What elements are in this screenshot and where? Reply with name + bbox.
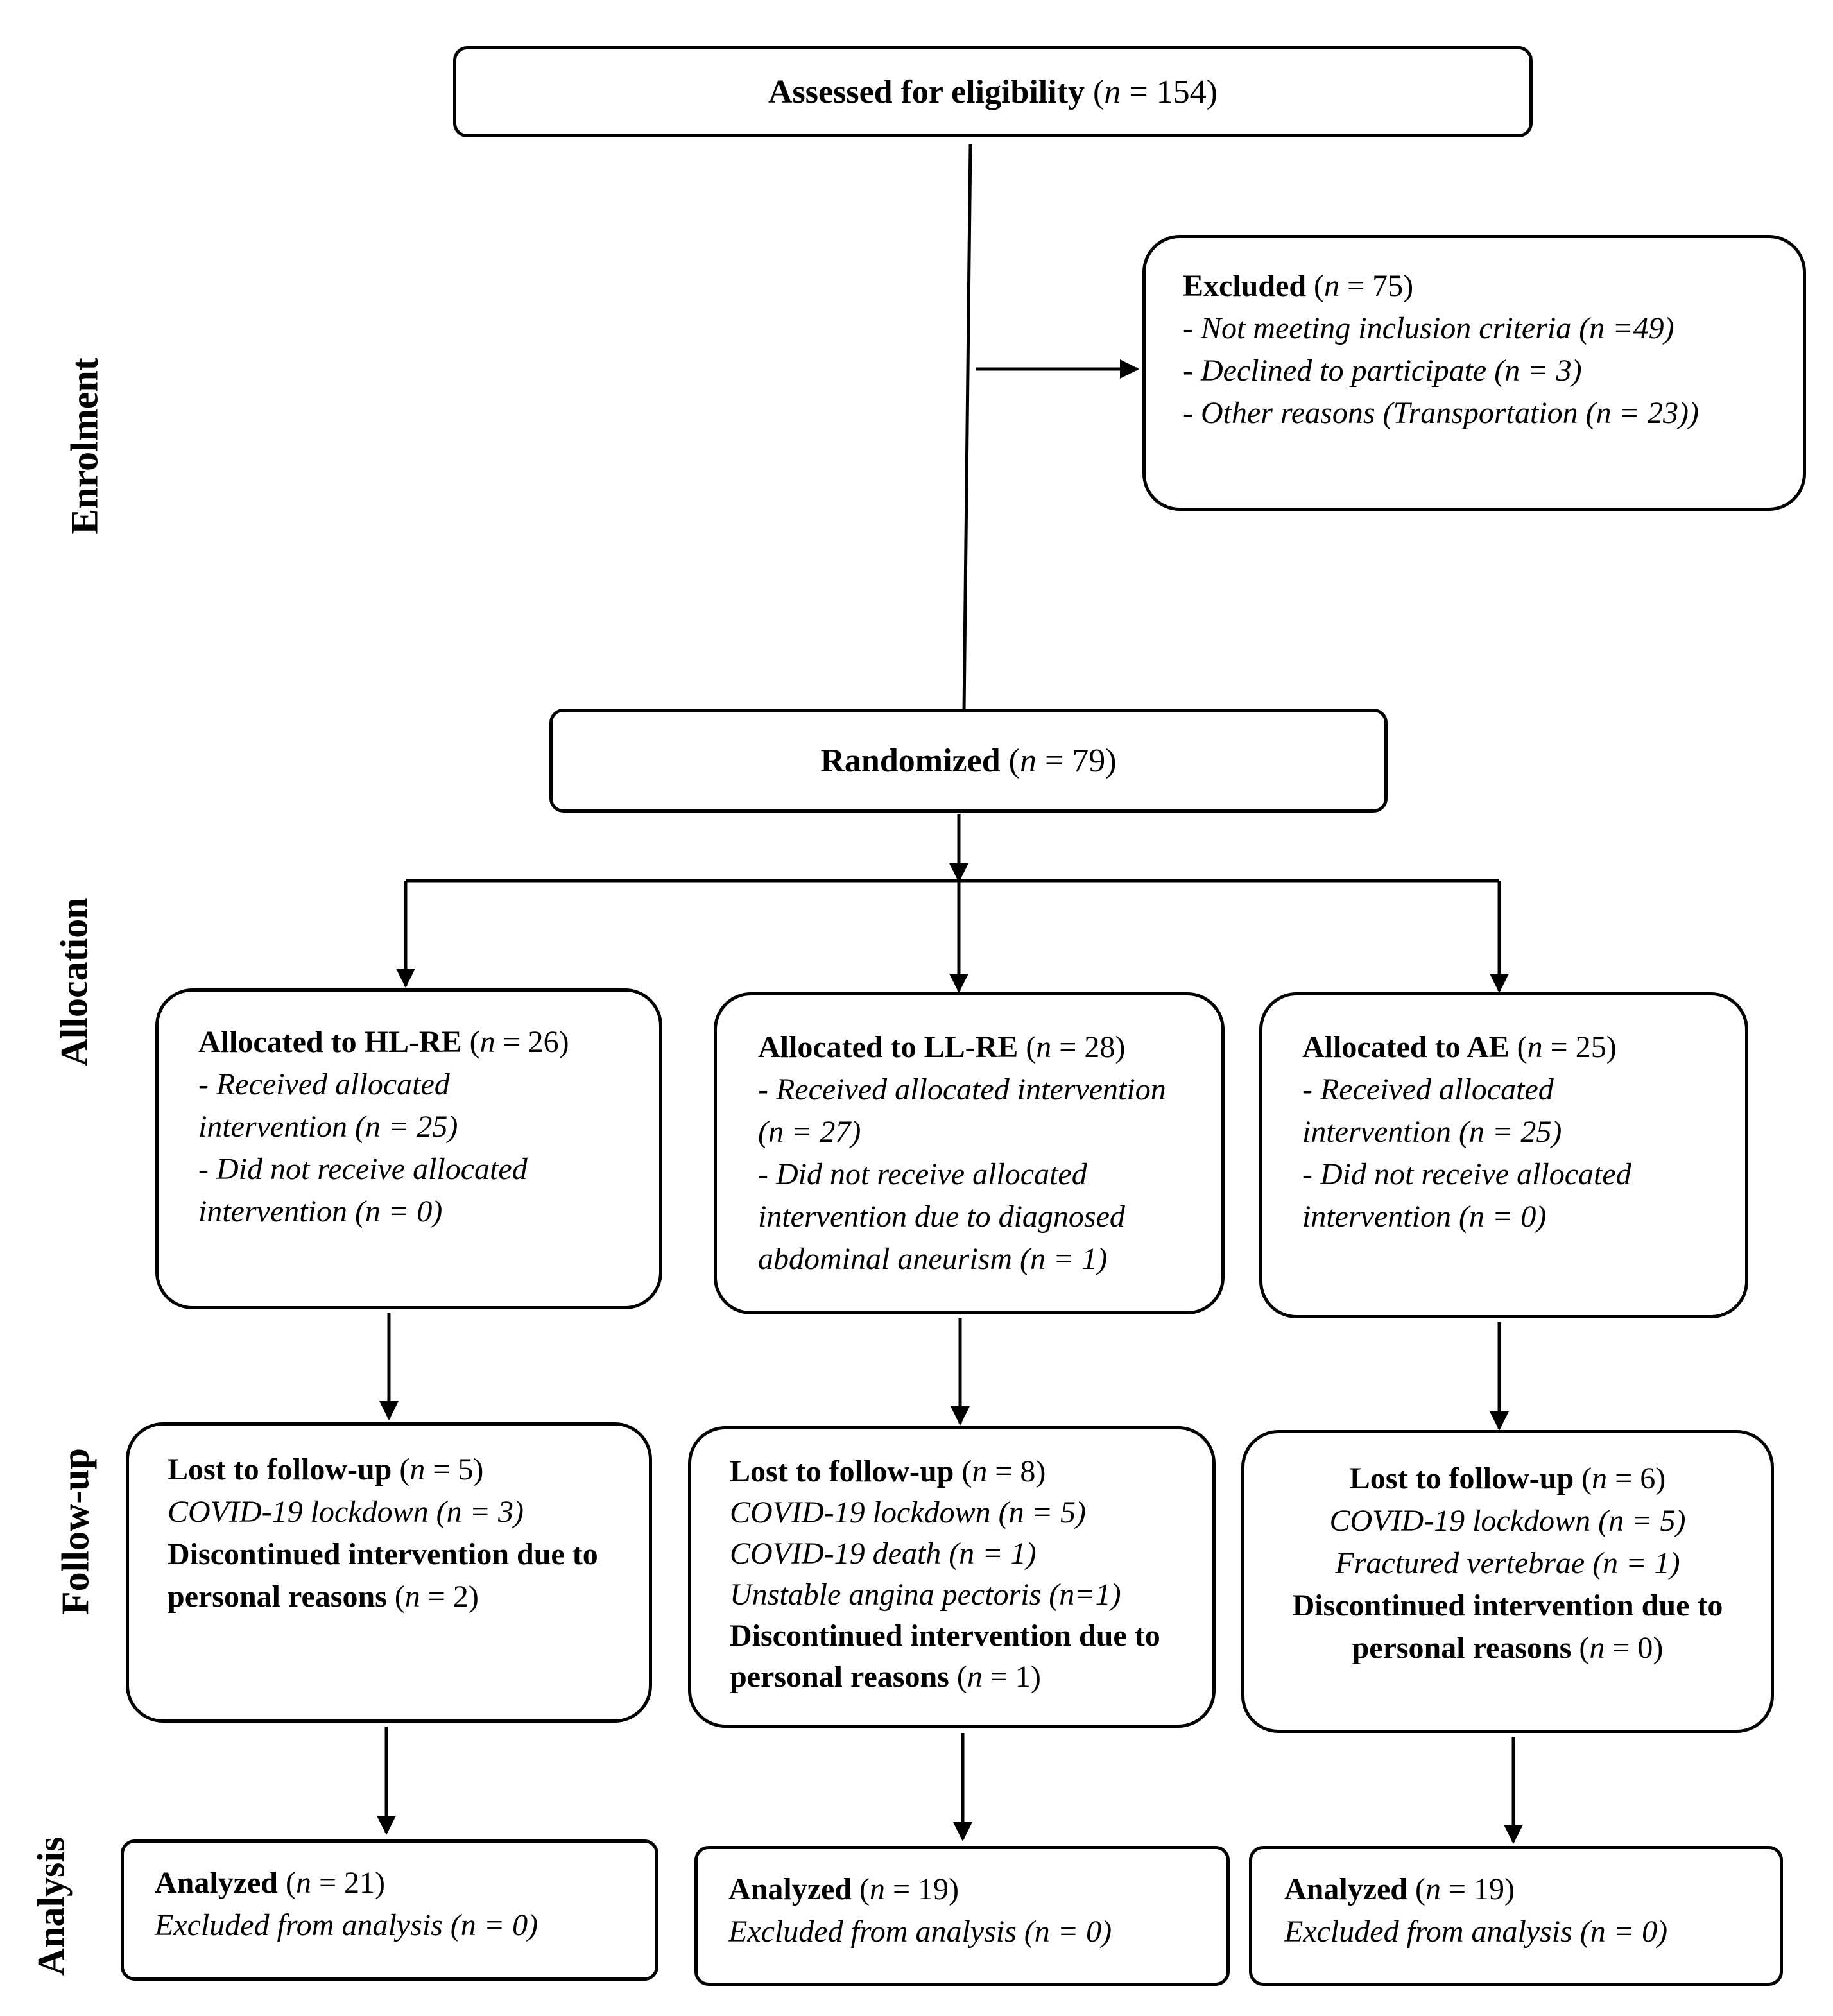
allocation-llre-detail: intervention due to diagnosed xyxy=(758,1200,1125,1234)
excluded-label: Excluded xyxy=(1183,269,1307,303)
assessed-count: = 154) xyxy=(1121,73,1218,110)
analysis-hlre-count: = 21) xyxy=(311,1866,386,1900)
randomized-label: Randomized xyxy=(820,742,1001,779)
excluded-reason: - Declined to participate (n = 3) xyxy=(1183,354,1582,388)
allocation-llre-detail: abdominal aneurism (n = 1) xyxy=(758,1242,1108,1276)
followup-ae-discontinued-count: = 0) xyxy=(1605,1631,1664,1665)
allocation-llre-detail: - Did not receive allocated xyxy=(758,1157,1087,1191)
followup-hlre-lost-label: Lost to follow-up xyxy=(168,1452,392,1486)
followup-ae-reason: Fractured vertebrae (n = 1) xyxy=(1335,1546,1680,1580)
analysis-llre-box: Analyzed (n = 19) Excluded from analysis… xyxy=(694,1846,1230,1986)
followup-ae-discontinued: personal reasons xyxy=(1352,1631,1572,1665)
excluded-box: Excluded (n = 75) - Not meeting inclusio… xyxy=(1142,235,1806,511)
stage-label-allocation: Allocation xyxy=(53,897,96,1067)
analysis-ae-excluded: Excluded from analysis (n = 0) xyxy=(1284,1915,1668,1949)
allocation-hlre-label: Allocated to HL-RE xyxy=(198,1025,462,1059)
allocation-llre-label: Allocated to LL-RE xyxy=(758,1030,1019,1064)
n-symbol: n xyxy=(404,1580,420,1614)
n-symbol: n xyxy=(1019,742,1037,779)
followup-ae-reason: COVID-19 lockdown (n = 5) xyxy=(1329,1504,1686,1538)
allocation-hlre-detail: intervention (n = 25) xyxy=(198,1110,458,1144)
randomized-count: = 79) xyxy=(1036,742,1117,779)
n-symbol: n xyxy=(1104,73,1121,110)
connector-assessed-to-randomized xyxy=(962,144,972,712)
analysis-llre-label: Analyzed xyxy=(728,1872,852,1906)
followup-hlre-box: Lost to follow-up (n = 5) COVID-19 lockd… xyxy=(126,1422,652,1723)
excluded-count: = 75) xyxy=(1339,269,1414,303)
n-symbol: n xyxy=(1592,1461,1608,1495)
followup-hlre-discontinued: personal reasons xyxy=(168,1580,387,1614)
excluded-reason: - Other reasons (Transportation (n = 23)… xyxy=(1183,396,1699,430)
followup-hlre-discontinued: Discontinued intervention due to xyxy=(168,1537,598,1571)
followup-llre-box: Lost to follow-up (n = 8) COVID-19 lockd… xyxy=(688,1426,1216,1728)
n-symbol: n xyxy=(295,1866,311,1900)
allocation-llre-count: = 28) xyxy=(1051,1030,1126,1064)
followup-ae-box: Lost to follow-up (n = 6) COVID-19 lockd… xyxy=(1241,1430,1774,1733)
followup-hlre-lost-count: = 5) xyxy=(425,1452,484,1486)
assessed-for-eligibility-box: Assessed for eligibility (n = 154) xyxy=(453,46,1533,137)
allocation-hlre-detail: intervention (n = 0) xyxy=(198,1194,443,1228)
followup-llre-discontinued: personal reasons xyxy=(730,1660,949,1694)
followup-ae-lost-count: = 6) xyxy=(1607,1461,1666,1495)
allocation-ae-label: Allocated to AE xyxy=(1302,1030,1510,1064)
analysis-llre-count: = 19) xyxy=(884,1872,960,1906)
allocation-hlre-box: Allocated to HL-RE (n = 26) - Received a… xyxy=(155,988,662,1309)
n-symbol: n xyxy=(1527,1030,1543,1064)
n-symbol: n xyxy=(1425,1872,1441,1906)
allocation-ae-detail: - Received allocated xyxy=(1302,1073,1554,1107)
followup-llre-reason: COVID-19 lockdown (n = 5) xyxy=(730,1495,1086,1529)
allocation-ae-box: Allocated to AE (n = 25) - Received allo… xyxy=(1259,992,1748,1318)
n-symbol: n xyxy=(1036,1030,1052,1064)
followup-llre-lost-count: = 8) xyxy=(987,1454,1046,1488)
allocation-ae-count: = 25) xyxy=(1542,1030,1617,1064)
analysis-hlre-box: Analyzed (n = 21) Excluded from analysis… xyxy=(121,1839,658,1981)
analysis-ae-box: Analyzed (n = 19) Excluded from analysis… xyxy=(1249,1846,1783,1986)
allocation-llre-box: Allocated to LL-RE (n = 28) - Received a… xyxy=(714,992,1225,1314)
analysis-llre-excluded: Excluded from analysis (n = 0) xyxy=(728,1915,1112,1949)
assessed-label: Assessed for eligibility xyxy=(768,73,1085,110)
followup-llre-reason: COVID-19 death (n = 1) xyxy=(730,1537,1037,1571)
followup-llre-lost-label: Lost to follow-up xyxy=(730,1454,954,1488)
n-symbol: n xyxy=(479,1025,495,1059)
allocation-hlre-detail: - Did not receive allocated xyxy=(198,1152,528,1186)
followup-llre-discontinued: Discontinued intervention due to xyxy=(730,1619,1160,1653)
stage-label-followup: Follow-up xyxy=(54,1447,97,1615)
analysis-ae-count: = 19) xyxy=(1440,1872,1515,1906)
followup-hlre-discontinued-count: = 2) xyxy=(420,1580,479,1614)
n-symbol: n xyxy=(967,1660,983,1694)
allocation-hlre-detail: - Received allocated xyxy=(198,1067,450,1101)
followup-hlre-reason: COVID-19 lockdown (n = 3) xyxy=(168,1495,524,1529)
n-symbol: n xyxy=(1324,269,1340,303)
n-symbol: n xyxy=(1589,1631,1605,1665)
analysis-ae-label: Analyzed xyxy=(1284,1872,1407,1906)
allocation-hlre-count: = 26) xyxy=(495,1025,569,1059)
followup-ae-lost-label: Lost to follow-up xyxy=(1349,1461,1574,1495)
followup-ae-discontinued: Discontinued intervention due to xyxy=(1292,1589,1723,1623)
followup-llre-discontinued-count: = 1) xyxy=(982,1660,1041,1694)
analysis-hlre-excluded: Excluded from analysis (n = 0) xyxy=(155,1908,538,1942)
allocation-ae-detail: intervention (n = 0) xyxy=(1302,1200,1547,1234)
randomized-box: Randomized (n = 79) xyxy=(549,709,1388,813)
n-symbol: n xyxy=(972,1454,988,1488)
allocation-ae-detail: intervention (n = 25) xyxy=(1302,1115,1562,1149)
allocation-llre-detail: - Received allocated intervention xyxy=(758,1073,1166,1107)
analysis-hlre-label: Analyzed xyxy=(155,1866,278,1900)
stage-label-analysis: Analysis xyxy=(30,1836,73,1976)
excluded-reason: - Not meeting inclusion criteria (n =49) xyxy=(1183,311,1674,345)
n-symbol: n xyxy=(869,1872,885,1906)
allocation-ae-detail: - Did not receive allocated xyxy=(1302,1157,1631,1191)
n-symbol: n xyxy=(409,1452,426,1486)
stage-label-enrolment: Enrolment xyxy=(63,358,106,535)
followup-llre-reason: Unstable angina pectoris (n=1) xyxy=(730,1578,1121,1612)
allocation-llre-detail: (n = 27) xyxy=(758,1115,861,1149)
